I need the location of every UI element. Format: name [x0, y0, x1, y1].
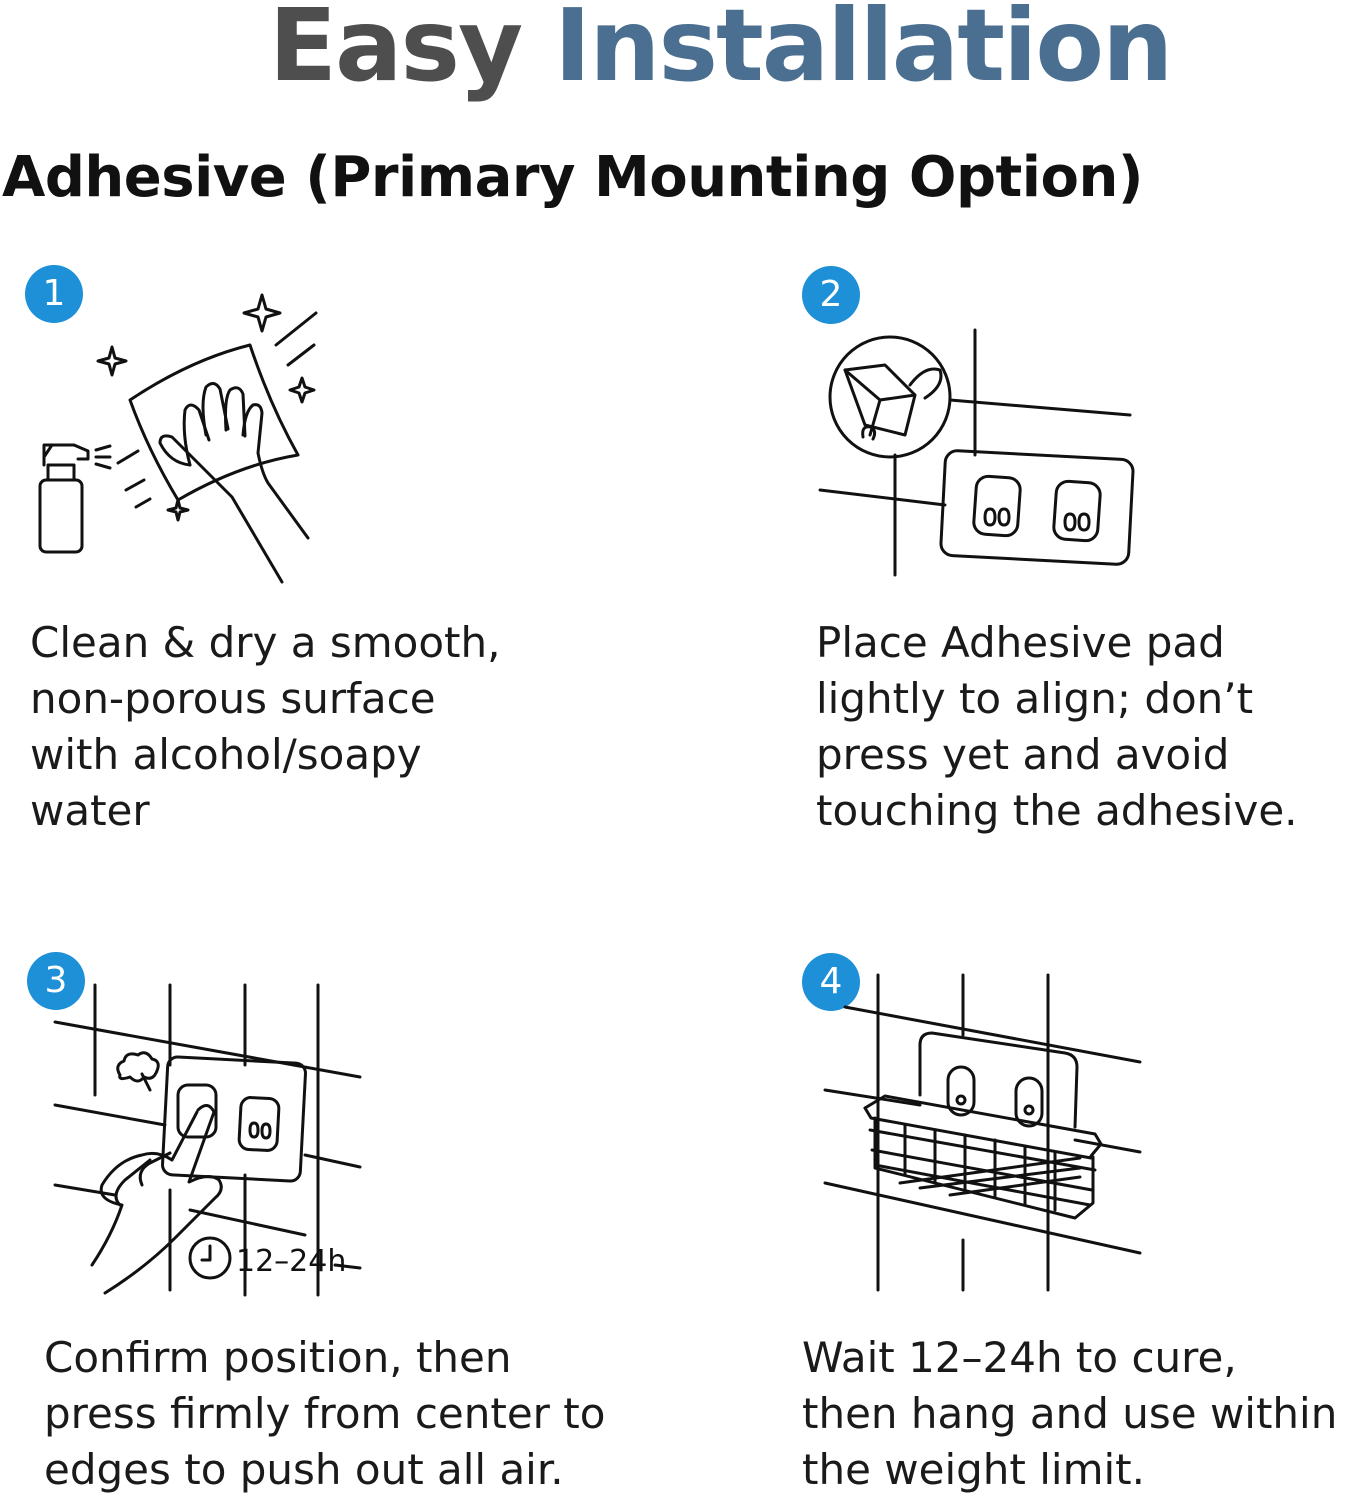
title-word-installation: Installation [554, 0, 1173, 104]
step-3-badge: 3 [27, 952, 85, 1010]
spray-bottle-cloth-wipe-icon [30, 285, 350, 595]
step-1-line-3: with alcohol/soapy [30, 730, 422, 779]
step-4-badge: 4 [802, 953, 860, 1011]
step-3-line-3: edges to push out all air. [44, 1445, 564, 1494]
step-1-line-4: water [30, 786, 150, 835]
title-word-easy: Easy [268, 0, 523, 104]
step-2-line-1: Place Adhesive pad [816, 618, 1225, 667]
step-4-line-3: the weight limit. [802, 1445, 1145, 1494]
step-3-text: Confirm position, then press firmly from… [44, 1330, 605, 1498]
step-2-badge: 2 [802, 266, 860, 324]
step-3-line-2: press firmly from center to [44, 1389, 606, 1438]
step-1-line-2: non-porous surface [30, 674, 436, 723]
step-2-line-3: press yet and avoid [816, 730, 1230, 779]
section-subtitle: Adhesive (Primary Mounting Option) [2, 145, 1143, 210]
page-title: Easy Installation [0, 0, 1354, 106]
step-2-text: Place Adhesive pad lightly to align; don… [816, 615, 1298, 839]
wire-basket-hanging-icon [820, 970, 1150, 1300]
step-4-text: Wait 12–24h to cure, then hang and use w… [802, 1330, 1337, 1498]
step-2-line-2: lightly to align; don’t [816, 674, 1254, 723]
finger-press-pad-icon: 12–24h [50, 980, 370, 1300]
step-2-line-4: touching the adhesive. [816, 786, 1298, 835]
step-3-line-1: Confirm position, then [44, 1333, 512, 1382]
step-4-line-2: then hang and use within [802, 1389, 1338, 1438]
adhesive-pad-placement-icon [815, 325, 1145, 585]
step-1-badge: 1 [25, 265, 83, 323]
step-1-text: Clean & dry a smooth, non-porous surface… [30, 615, 501, 839]
step-1-line-1: Clean & dry a smooth, [30, 618, 501, 667]
step-4-line-1: Wait 12–24h to cure, [802, 1333, 1237, 1382]
cure-time-label: 12–24h [236, 1244, 346, 1279]
